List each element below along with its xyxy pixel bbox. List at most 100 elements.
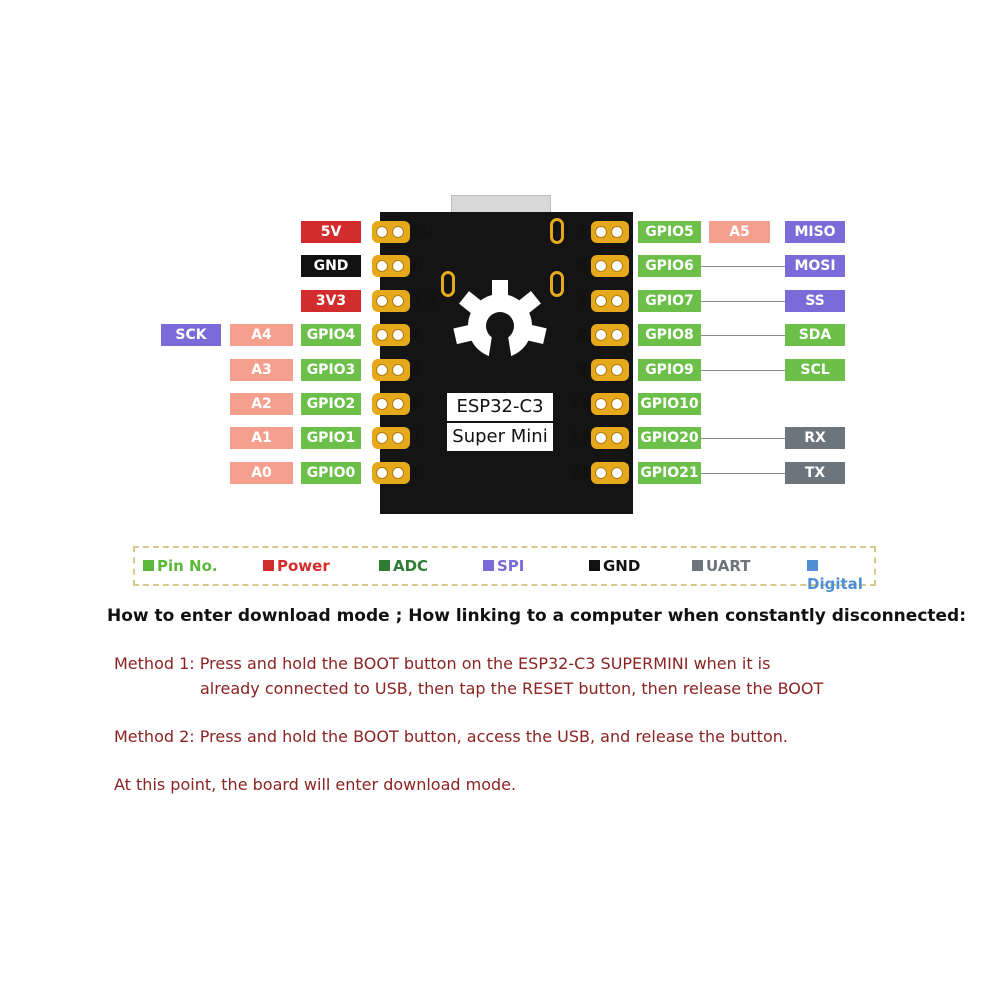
open-hardware-gear-logo: [453, 280, 547, 374]
left-pad-7: [372, 461, 410, 484]
left-pad-3: [372, 324, 410, 347]
pad-hole: [611, 363, 623, 376]
connector-line: [701, 438, 785, 440]
mounting-hole-top-right: [550, 218, 564, 244]
pad-hole: [392, 294, 404, 307]
usb-c-connector: [451, 195, 551, 214]
legend-swatch: [589, 560, 600, 571]
legend-item-spi: SPI: [483, 557, 524, 575]
pad-hole: [611, 260, 623, 273]
left-pad-0: [372, 221, 410, 243]
left-label-gpio0: GPIO0: [301, 461, 361, 484]
right-pin-number: 8: [577, 327, 587, 344]
legend-swatch: [483, 560, 494, 571]
right-pad-3: [591, 324, 629, 347]
left-label-a3: A3: [230, 358, 293, 381]
legend-item-uart: UART: [692, 557, 750, 575]
pad-hole: [376, 363, 388, 376]
right-pin-number: 20: [571, 430, 591, 447]
pad-hole: [595, 226, 607, 238]
method1-line2: already connected to USB, then tap the R…: [200, 679, 824, 698]
connector-line: [701, 266, 785, 268]
connector-line: [701, 300, 785, 302]
left-label-gnd: GND: [301, 255, 361, 278]
right-label-gpio9: GPIO9: [638, 358, 701, 381]
right-pin-number: 5: [577, 224, 587, 240]
right-pin-number: 21: [571, 464, 591, 481]
legend-label: SPI: [497, 557, 525, 575]
pad-hole: [392, 398, 404, 410]
right-pad-2: [591, 289, 629, 312]
left-pin-number: 0: [412, 464, 422, 481]
legend-label: UART: [706, 557, 751, 575]
right-label-gpio8: GPIO8: [638, 324, 701, 347]
mounting-hole-right: [550, 271, 564, 297]
right-label-gpio20: GPIO20: [638, 427, 701, 450]
pad-hole: [376, 294, 388, 307]
pad-hole: [376, 466, 388, 479]
left-label-gpio3: GPIO3: [301, 358, 361, 381]
right-label-a5: A5: [709, 221, 770, 243]
right-label-ss: SS: [785, 289, 845, 312]
pad-hole: [595, 260, 607, 273]
pad-hole: [611, 432, 623, 445]
pad-hole: [595, 294, 607, 307]
board-name-line2: Super Mini: [447, 423, 553, 451]
right-label-gpio21: GPIO21: [638, 461, 701, 484]
pad-hole: [376, 398, 388, 410]
left-label-sck: SCK: [161, 324, 221, 347]
pad-hole: [392, 226, 404, 238]
legend-item-digital: Digital: [807, 557, 874, 593]
method2-text: Method 2: Press and hold the BOOT button…: [114, 727, 788, 746]
pad-hole: [595, 363, 607, 376]
legend-item-adc: ADC: [379, 557, 428, 575]
pad-hole: [611, 398, 623, 410]
right-label-gpio5: GPIO5: [638, 221, 701, 243]
legend-box: Pin No. Power ADC SPI GND UART Digital: [133, 546, 876, 593]
pad-hole: [376, 329, 388, 342]
left-pin-number: 1: [412, 430, 422, 447]
pad-hole: [392, 432, 404, 445]
left-label-a0: A0: [230, 461, 293, 484]
left-label-a4: A4: [230, 324, 293, 347]
pad-hole: [611, 226, 623, 238]
connector-line: [701, 472, 785, 474]
legend-label: Power: [277, 557, 330, 575]
right-label-tx: TX: [785, 461, 845, 484]
left-pin-number: 3.3: [412, 292, 437, 309]
right-pin-number: 7: [577, 292, 587, 309]
left-label-5v: 5V: [301, 221, 361, 243]
left-label-gpio4: GPIO4: [301, 324, 361, 347]
left-pad-6: [372, 427, 410, 450]
pad-hole: [376, 432, 388, 445]
right-pin-number: 6: [577, 258, 587, 275]
left-pin-number: G: [412, 258, 424, 275]
pad-hole: [595, 398, 607, 410]
legend-swatch: [263, 560, 274, 571]
legend-label: GND: [603, 557, 641, 575]
right-label-mosi: MOSI: [785, 255, 845, 278]
legend-swatch: [807, 560, 818, 571]
left-pad-1: [372, 255, 410, 278]
right-label-rx: RX: [785, 427, 845, 450]
right-pin-number: 10: [571, 396, 591, 412]
pad-hole: [392, 363, 404, 376]
pad-hole: [595, 432, 607, 445]
pad-hole: [611, 466, 623, 479]
legend-item-gnd: GND: [589, 557, 640, 575]
left-pin-number: 4: [412, 327, 422, 344]
instructions-heading: How to enter download mode ; How linking…: [107, 606, 967, 626]
legend-label: Pin No.: [157, 557, 218, 575]
right-label-gpio6: GPIO6: [638, 255, 701, 278]
method1-line1: Method 1: Press and hold the BOOT button…: [114, 654, 771, 673]
pad-hole: [392, 329, 404, 342]
legend-swatch: [692, 560, 703, 571]
legend-item-power: Power: [263, 557, 330, 575]
right-label-gpio7: GPIO7: [638, 289, 701, 312]
pad-hole: [595, 466, 607, 479]
connector-line: [701, 369, 785, 371]
right-pad-4: [591, 358, 629, 381]
right-pad-1: [591, 255, 629, 278]
right-pad-6: [591, 427, 629, 450]
